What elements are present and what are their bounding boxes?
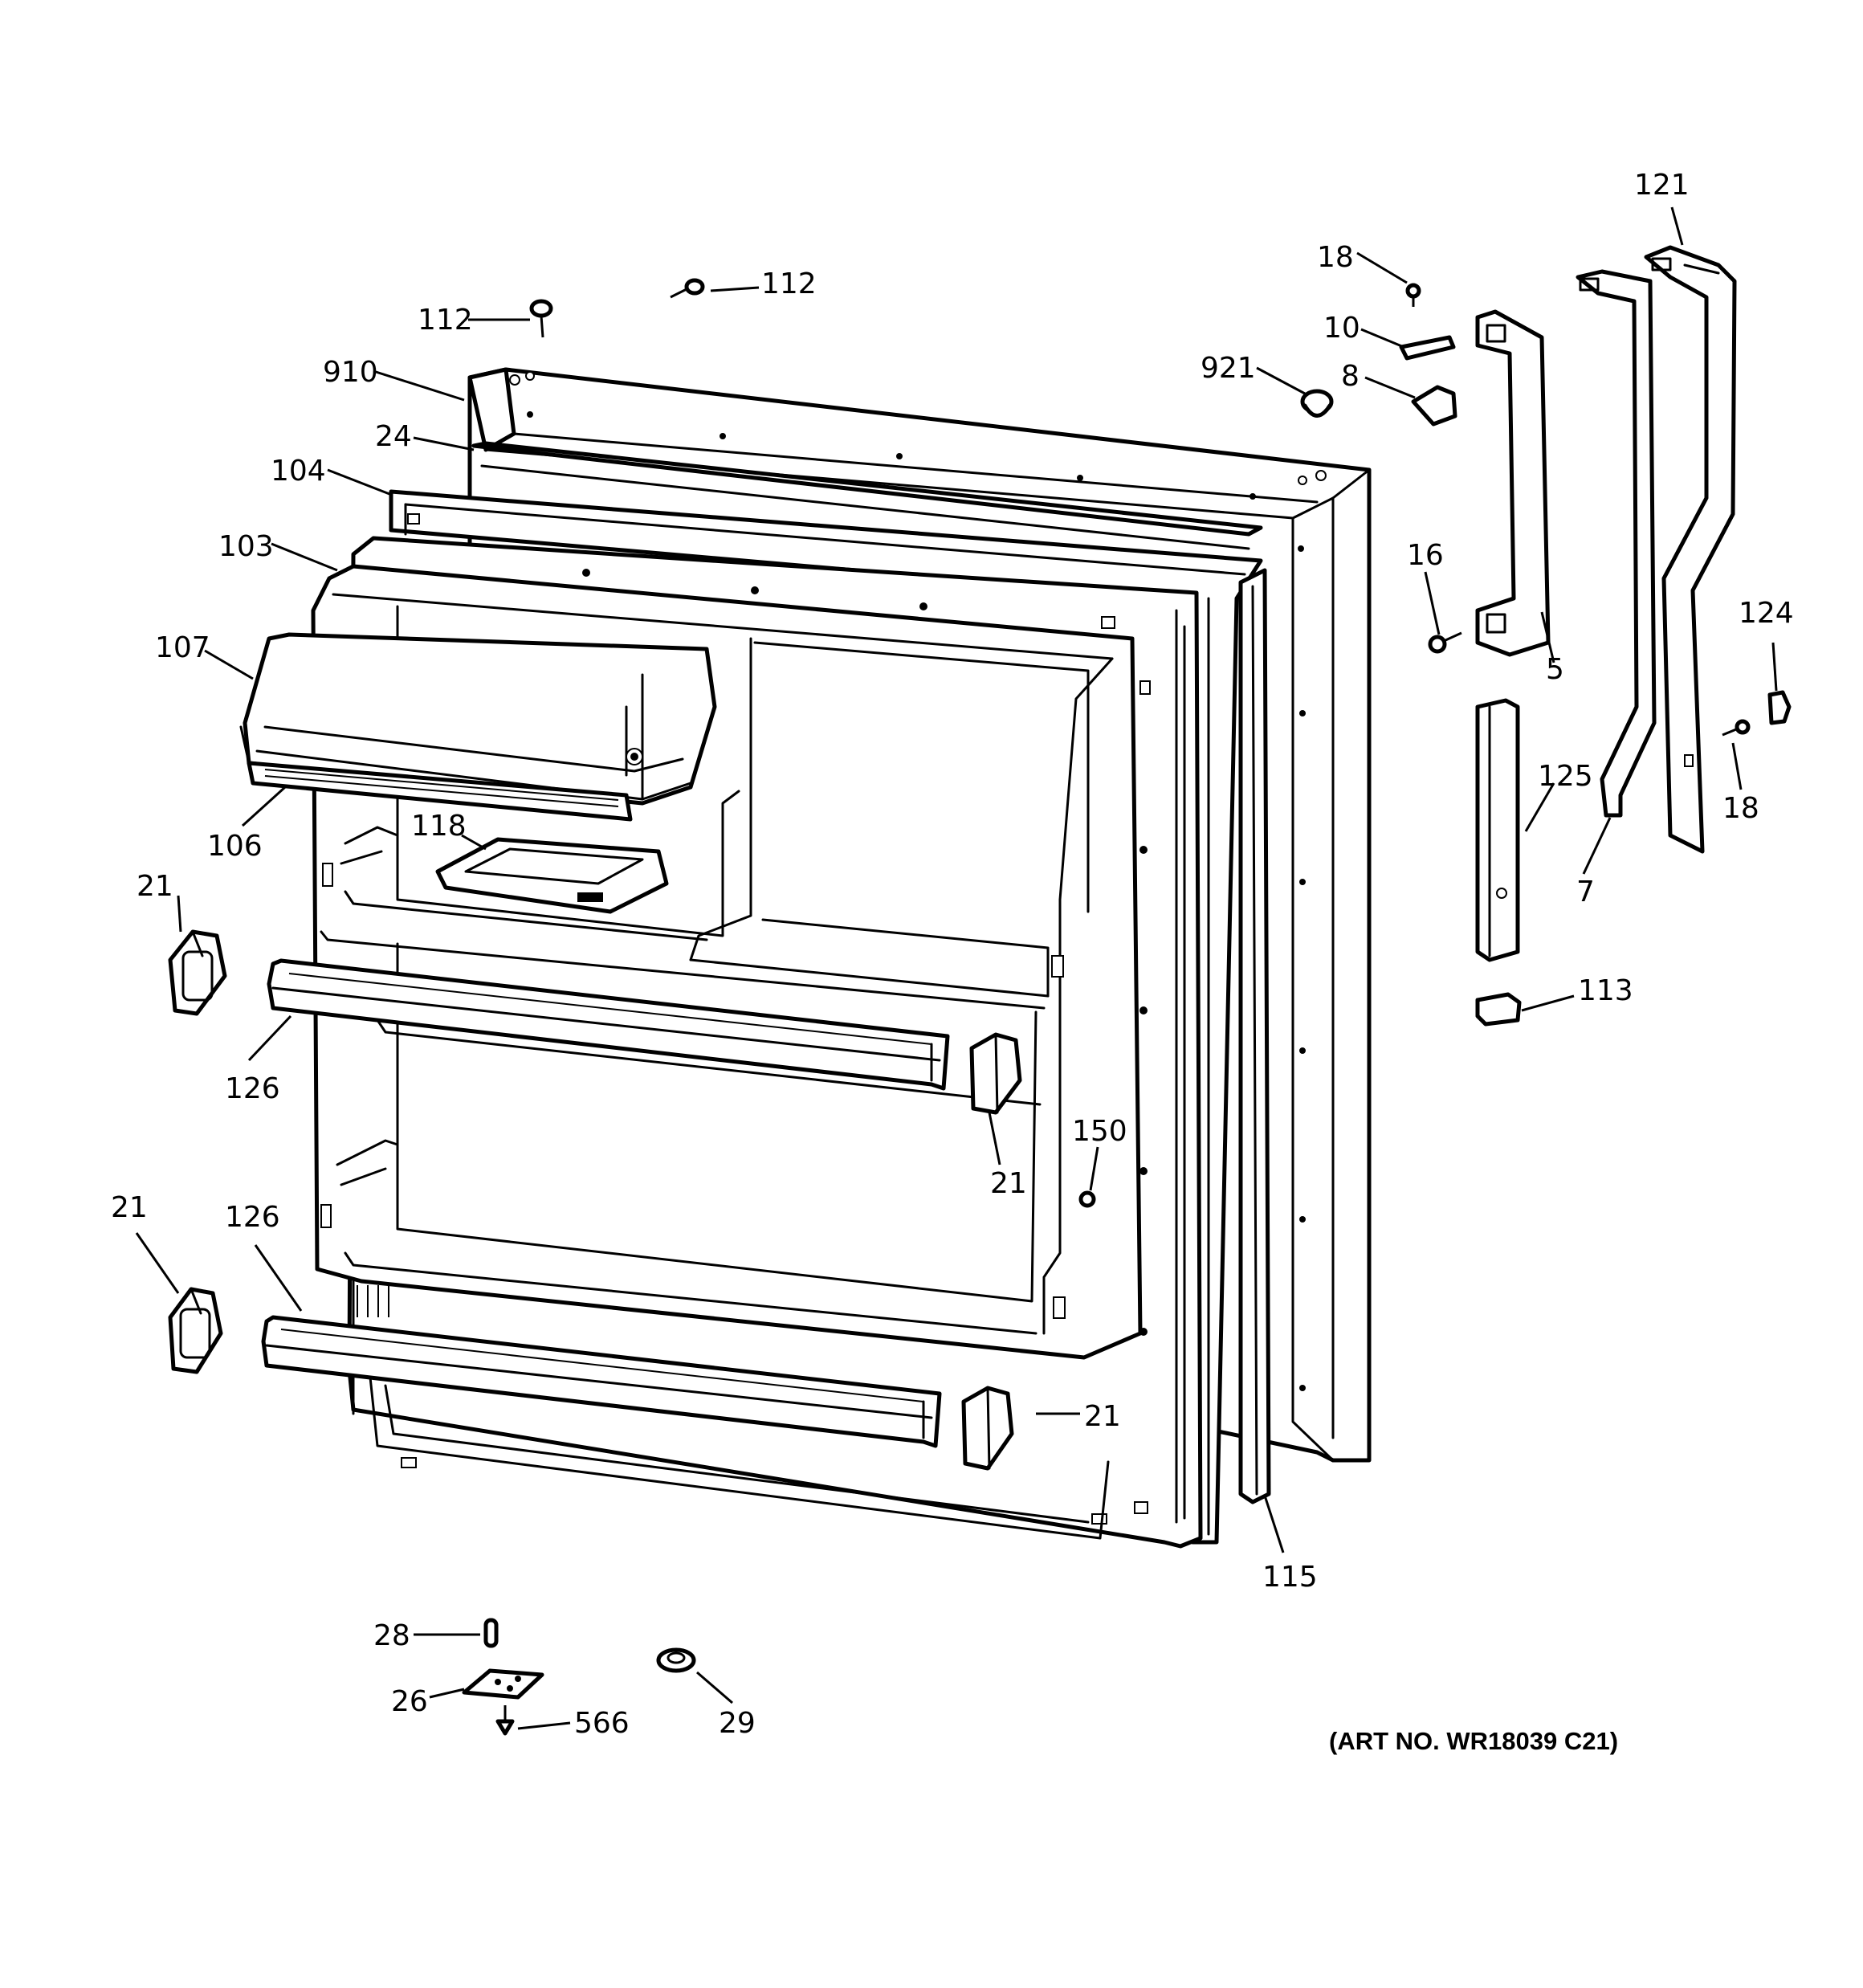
end-cap-lower-left <box>168 1287 223 1374</box>
callout-26: 26 <box>391 1685 428 1718</box>
end-cap-lower-right <box>961 1386 1014 1471</box>
callout-115: 115 <box>1262 1561 1318 1594</box>
hinge-plate-26 <box>462 1668 544 1700</box>
callout-113: 113 <box>1578 974 1633 1007</box>
callout-7: 7 <box>1576 876 1595 908</box>
callout-28: 28 <box>373 1619 410 1652</box>
handle-mount-125 <box>1475 698 1520 962</box>
handle-5 <box>1475 309 1551 657</box>
callout-104: 104 <box>271 455 326 488</box>
hinge-cap-921 <box>1300 389 1334 418</box>
callout-21-upper-left: 21 <box>137 870 173 903</box>
callout-5: 5 <box>1546 653 1564 686</box>
callout-21-upper-right: 21 <box>990 1167 1027 1200</box>
callout-910: 910 <box>323 356 378 389</box>
hinge-arm-121 <box>1644 245 1737 854</box>
callout-29: 29 <box>719 1707 756 1740</box>
callout-21-lower-right: 21 <box>1084 1400 1121 1433</box>
callout-10: 10 <box>1323 312 1360 345</box>
end-cap-upper-left <box>168 929 227 1016</box>
art-number: (ART NO. WR18039 C21) <box>1329 1727 1618 1755</box>
callout-126-upper: 126 <box>225 1072 280 1105</box>
callout-126-lower: 126 <box>225 1201 280 1234</box>
screw-566 <box>495 1705 515 1736</box>
hinge-bracket-8 <box>1411 385 1457 427</box>
dairy-compartment-door <box>239 632 717 822</box>
hinge-arm-7 <box>1576 269 1657 818</box>
callout-21-lower-left: 21 <box>111 1191 148 1224</box>
lower-shelf-rail <box>261 1315 942 1448</box>
callout-121: 121 <box>1634 169 1690 202</box>
screw-112-vertical <box>529 299 553 338</box>
pin-28 <box>483 1618 499 1648</box>
end-cap-113 <box>1475 992 1522 1027</box>
screw-112-angled <box>670 278 705 299</box>
callout-24: 24 <box>375 420 412 453</box>
callout-112a: 112 <box>418 304 473 337</box>
screw-16 <box>1428 631 1462 654</box>
vertical-gasket-strip <box>1238 568 1271 1504</box>
top-trim-strip <box>471 441 1263 550</box>
screw-150 <box>1078 1190 1096 1208</box>
callout-921: 921 <box>1201 352 1256 385</box>
callout-18-top: 18 <box>1317 241 1354 274</box>
callout-566: 566 <box>574 1707 630 1740</box>
callout-118: 118 <box>411 810 467 843</box>
hinge-plate-10 <box>1399 335 1456 361</box>
callout-18-right: 18 <box>1722 792 1759 825</box>
callout-125: 125 <box>1538 760 1593 793</box>
upper-shelf-rail <box>267 958 950 1091</box>
callout-150: 150 <box>1072 1115 1127 1148</box>
callout-106: 106 <box>207 830 263 863</box>
small-tray <box>435 837 669 914</box>
screw-18-top <box>1405 283 1421 307</box>
callout-112b: 112 <box>761 267 817 300</box>
callout-labels: 112 112 910 24 104 103 107 106 118 21 12… <box>111 169 1794 1740</box>
callout-124: 124 <box>1739 597 1794 630</box>
leader-lines <box>135 206 1778 1730</box>
callout-16: 16 <box>1407 539 1444 572</box>
callout-107: 107 <box>155 631 210 664</box>
callout-103: 103 <box>218 530 274 563</box>
bushing-29 <box>656 1647 696 1673</box>
end-cap-upper-right <box>969 1032 1022 1115</box>
callout-8: 8 <box>1341 360 1360 393</box>
screw-18-right <box>1722 719 1751 737</box>
clip-124 <box>1767 690 1792 725</box>
